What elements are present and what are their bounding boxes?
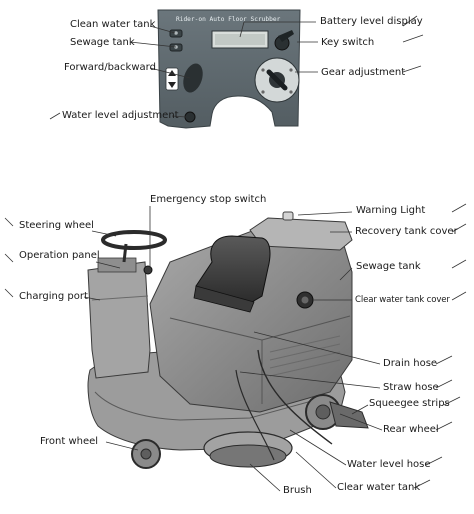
label-rear-wheel: Rear wheel <box>383 424 439 435</box>
side-vents <box>269 335 341 377</box>
direction-indicator <box>165 67 179 91</box>
label-operation-panel: Operation panel <box>19 250 100 261</box>
seat <box>195 235 271 303</box>
label-key-switch: Key switch <box>321 37 375 48</box>
label-charging-port: Charging port <box>19 291 88 302</box>
operation-panel-housing <box>97 257 137 273</box>
clear-water-hose <box>235 369 275 461</box>
water-level-knob <box>184 111 196 123</box>
water-level-hose <box>257 349 333 445</box>
label-battery-level-display: Battery level display <box>320 16 423 27</box>
label-front-wheel: Front wheel <box>40 436 99 447</box>
warning-light <box>282 211 294 221</box>
direction-lever <box>183 63 203 93</box>
label-brush: Brush <box>283 485 312 496</box>
label-clear-water-tank: Clear water tank <box>337 482 421 493</box>
leader-lines <box>4 15 467 492</box>
panel-title: Rider-on Auto Floor Scrubber <box>176 16 281 23</box>
label-water-level-hose: Water level hose <box>347 459 431 470</box>
label-squeegee-strips: Squeegee strips <box>369 398 450 409</box>
label-forward-backward: Forward/backward <box>64 62 156 73</box>
label-clean-water-tank: Clean water tank <box>70 19 156 30</box>
scrubber-machine <box>87 211 369 469</box>
control-panel: Rider-on Auto Floor Scrubber <box>157 9 301 129</box>
label-water-level-adjustment: Water level adjustment <box>62 110 179 121</box>
label-emergency-stop-switch: Emergency stop switch <box>150 194 267 205</box>
brush <box>209 444 287 468</box>
squeegee <box>329 401 369 429</box>
label-straw-hose: Straw hose <box>383 382 439 393</box>
label-sewage-tank-machine: Sewage tank <box>356 261 421 272</box>
label-sewage-tank-panel: Sewage tank <box>70 37 135 48</box>
label-steering-wheel: Steering wheel <box>19 220 94 231</box>
label-gear-adjustment: Gear adjustment <box>321 67 406 78</box>
label-recovery-tank-cover: Recovery tank cover <box>355 226 458 237</box>
label-clear-water-tank-cover: Clear water tank cover <box>355 295 450 305</box>
label-warning-light: Warning Light <box>356 205 426 216</box>
steering-wheel <box>101 230 167 250</box>
steering-column <box>87 261 151 379</box>
label-drain-hose: Drain hose <box>383 358 438 369</box>
emergency-stop-button <box>143 265 153 275</box>
